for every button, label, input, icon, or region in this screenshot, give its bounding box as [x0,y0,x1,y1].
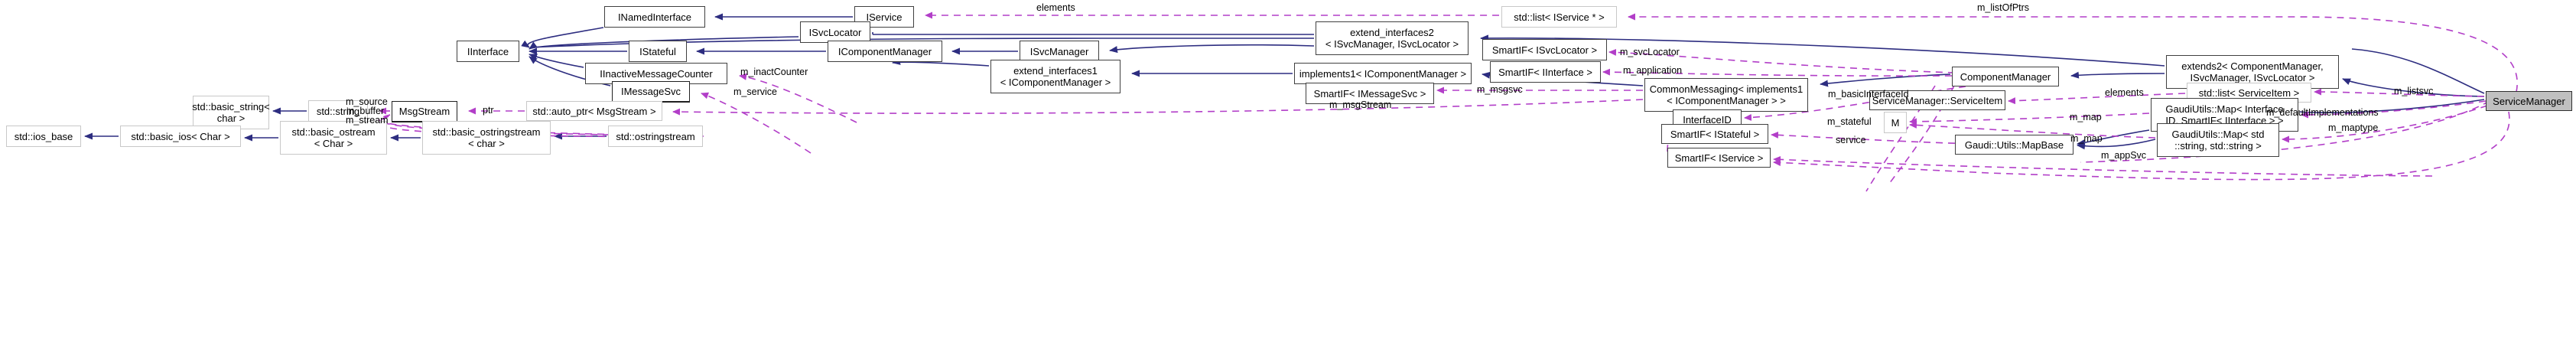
node-isvclocator[interactable]: ISvcLocator [800,21,870,43]
node-std-basic-string-char[interactable]: std::basic_string< char > [192,96,270,129]
node-std-ostringstream[interactable]: std::ostringstream [608,126,703,147]
node-std-basic-ios-char[interactable]: std::basic_ios< Char > [120,126,241,147]
node-std-basic-ostream-char[interactable]: std::basic_ostream < Char > [280,121,387,155]
node-std-auto-ptr-msgstream[interactable]: std::auto_ptr< MsgStream > [526,101,662,121]
node-m[interactable]: M [1884,112,1907,133]
edge-label-m-stream: m_stream [346,115,389,126]
node-smartif-iinterface[interactable]: SmartIF< IInterface > [1490,61,1601,83]
node-std-list-iservice-ptr[interactable]: std::list< IService * > [1501,6,1617,28]
edge-label-m-service: m_service [733,86,777,97]
node-istateful[interactable]: IStateful [629,41,687,62]
node-componentmanager[interactable]: ComponentManager [1952,67,2059,86]
node-commonmessaging[interactable]: CommonMessaging< implements1 < IComponen… [1644,78,1808,112]
edge-label-elements-sm: elements [2105,87,2144,98]
node-imessagesvc[interactable]: IMessageSvc [612,81,690,103]
node-iinterface[interactable]: IInterface [457,41,519,62]
edge-label-m-map-bottom: m_map [2070,133,2103,144]
edge-label-m-maptype: m_maptype [2328,122,2379,133]
edge-label-m-application: m_application [1623,65,1683,76]
edge-label-m-defaultimplementations: m_defaultImplementations [2266,107,2379,118]
node-gaudiutils-map-stdstring[interactable]: GaudiUtils::Map< std ::string, std::stri… [2157,123,2279,157]
node-gaudi-utils-mapbase[interactable]: Gaudi::Utils::MapBase [1955,135,2073,155]
edge-label-m-svclocator: m_svcLocator [1620,47,1680,57]
edge-label-m-buffer: m_buffer [346,106,385,116]
node-std-basic-ostringstream-char[interactable]: std::basic_ostringstream < char > [422,121,551,155]
edge-label-service: service [1836,135,1866,145]
edge-label-m-msgsvc: m_msgsvc [1477,84,1523,95]
edge-label-m-stateful: m_stateful [1827,116,1872,127]
node-isvcmanager[interactable]: ISvcManager [1020,41,1099,62]
node-smartif-iservice[interactable]: SmartIF< IService > [1667,148,1771,168]
node-std-string[interactable]: std::string [308,100,368,122]
node-std-ios-base[interactable]: std::ios_base [6,126,81,147]
edge-label-m-basicinterfaceid: m_basicInterfaceId [1828,89,1909,99]
node-msgstream[interactable]: MsgStream [392,101,457,122]
edge-label-m-listsvc: m_listsvc [2394,86,2434,96]
edge-label-m-listofptrs: m_listOfPtrs [1977,2,2030,13]
node-smartif-isvclocator[interactable]: SmartIF< ISvcLocator > [1482,39,1607,60]
edge-label-m-map-top: m_map [2070,112,2102,122]
node-extend-interfaces1[interactable]: extend_interfaces1 < IComponentManager > [990,60,1120,93]
edge-label-m-source: m_source [346,96,388,107]
node-inamedinterface[interactable]: INamedInterface [604,6,705,28]
edge-label-m-msgstream: m_msgStream [1329,99,1392,110]
edge-label-elements-top: elements [1036,2,1075,13]
node-servicemanager[interactable]: ServiceManager [2486,91,2572,111]
node-smartif-istateful[interactable]: SmartIF< IStateful > [1661,124,1768,144]
node-extend-interfaces2[interactable]: extend_interfaces2 < ISvcManager, ISvcLo… [1316,21,1469,55]
edge-label-ptr: ptr [483,105,494,116]
edge-label-m-inactcounter: m_inactCounter [740,67,808,77]
edge-label-m-appsvc: m_appSvc [2101,150,2147,161]
node-icomponentmanager[interactable]: IComponentManager [828,41,942,62]
node-implements1[interactable]: implements1< IComponentManager > [1294,63,1472,84]
